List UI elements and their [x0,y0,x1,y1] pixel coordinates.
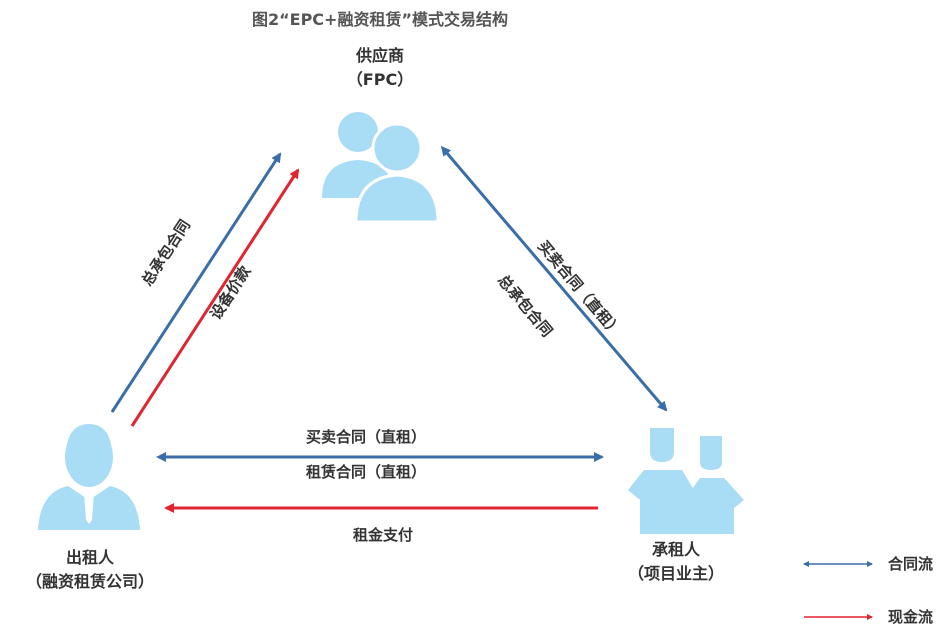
supplier-people-icon [322,112,440,224]
lessor-lessee-contract-label-2: 租赁合同（直租） [306,463,427,481]
lessor-label: 出租人 （融资租赁公司） [0,546,180,594]
lessee-sub: （项目业主） [627,564,724,583]
legend-contract-label: 合同流 [888,555,934,573]
figure-title: 图2“EPC+融资租赁”模式交易结构 [252,10,508,29]
supplier-label: 供应商 （FPC） [300,44,460,92]
lessor-name: 出租人 [65,548,114,567]
lessee-name: 承租人 [651,540,700,559]
lessor-lessee-contract-label-1: 买卖合同（直租） [306,428,427,446]
lessee-lessor-cash-label: 租金支付 [353,526,414,544]
lessor-to-supplier-contract-arrow [110,152,282,413]
lessee-people-icon [628,428,744,534]
supplier-name: 供应商 [355,46,404,65]
lessee-label: 承租人 （项目业主） [596,538,756,586]
lessor-sub: （融资租赁公司） [25,572,154,591]
supplier-lessee-contract-arrow [440,145,668,412]
legend-cash-label: 现金流 [888,608,934,626]
lessor-businessman-icon [38,424,140,530]
supplier-sub: （FPC） [346,70,414,89]
lessor-to-supplier-cash-arrow [130,168,300,427]
